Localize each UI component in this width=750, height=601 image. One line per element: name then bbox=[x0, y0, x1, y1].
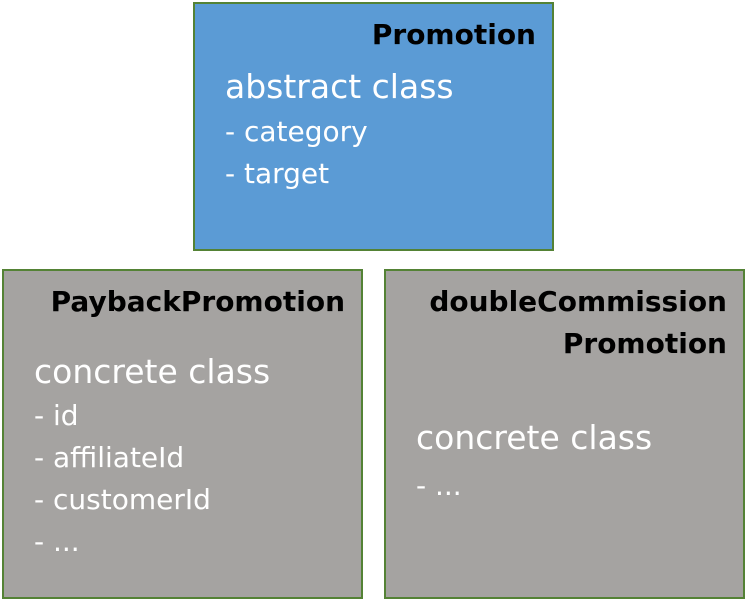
payback-promotion-field: - ... bbox=[34, 525, 80, 558]
double-commission-promotion-class-box: doubleCommission Promotion concrete clas… bbox=[384, 269, 745, 599]
payback-promotion-class-title: PaybackPromotion bbox=[50, 285, 345, 318]
promotion-class-title: Promotion bbox=[371, 18, 536, 51]
promotion-class-box: Promotion abstract class - category - ta… bbox=[193, 2, 554, 251]
payback-promotion-field: - affiliateId bbox=[34, 441, 185, 474]
double-commission-title-line-2: Promotion bbox=[562, 327, 727, 360]
payback-promotion-field: - customerId bbox=[34, 483, 211, 516]
promotion-field: - category bbox=[225, 115, 368, 148]
payback-promotion-class-kind: concrete class bbox=[34, 352, 271, 391]
double-commission-title-line-1: doubleCommission bbox=[429, 285, 727, 318]
payback-promotion-field: - id bbox=[34, 399, 79, 432]
double-commission-promotion-field-list: - ... bbox=[416, 465, 462, 507]
promotion-class-kind: abstract class bbox=[225, 67, 454, 106]
payback-promotion-field-list: - id - affiliateId - customerId - ... bbox=[34, 395, 211, 563]
double-commission-promotion-class-title: doubleCommission Promotion bbox=[429, 281, 727, 365]
payback-promotion-class-box: PaybackPromotion concrete class - id - a… bbox=[2, 269, 363, 599]
double-commission-promotion-field: - ... bbox=[416, 469, 462, 502]
double-commission-promotion-class-kind: concrete class bbox=[416, 418, 653, 457]
promotion-field: - target bbox=[225, 157, 330, 190]
promotion-field-list: - category - target bbox=[225, 111, 368, 195]
